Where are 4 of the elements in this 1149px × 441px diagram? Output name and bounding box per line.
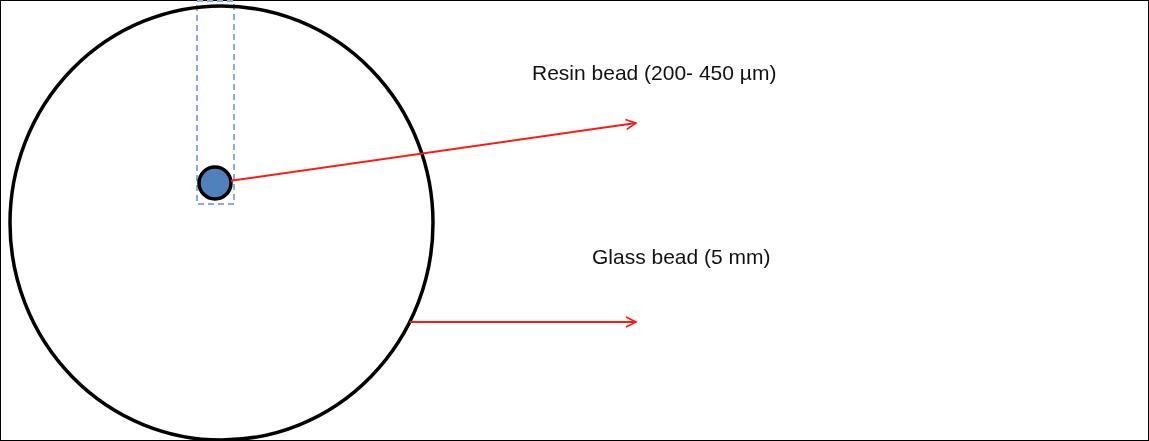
part-label: Resin bead (200- 450 µm) — [532, 60, 777, 86]
arrow — [229, 118, 637, 182]
part-label: Glass bead (5 mm) — [592, 244, 771, 270]
arrow — [408, 316, 637, 328]
